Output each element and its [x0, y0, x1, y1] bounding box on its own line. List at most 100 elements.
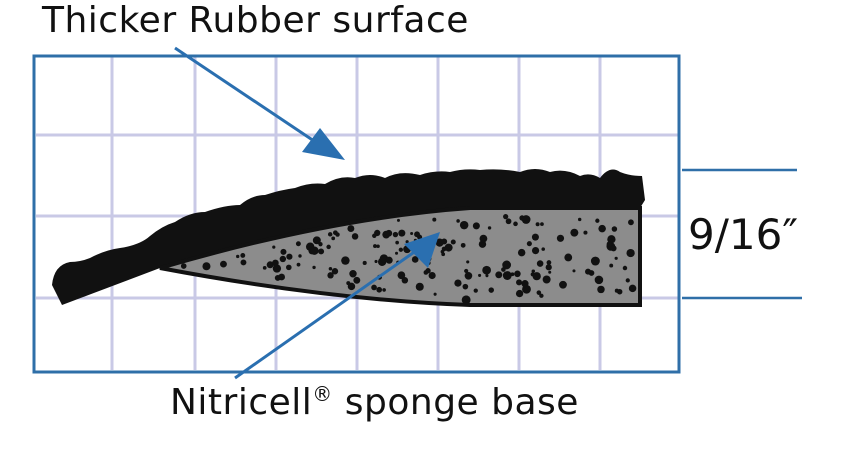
- sponge-pore: [464, 271, 473, 280]
- sponge-pore: [262, 265, 267, 270]
- sponge-pore: [606, 241, 613, 247]
- sponge-pore: [548, 270, 552, 274]
- sponge-pore: [466, 260, 470, 264]
- sponge-pore: [202, 262, 211, 271]
- sponge-pore: [433, 292, 437, 296]
- sponge-pore: [611, 226, 618, 232]
- sponge-pore: [610, 245, 617, 252]
- sponge-pore: [286, 253, 293, 260]
- sponge-pore: [374, 259, 378, 264]
- rubber-surface-label: Thicker Rubber surface: [42, 0, 469, 41]
- rubber-arrow: [174, 46, 345, 160]
- sponge-pore: [514, 270, 521, 278]
- sponge-pore: [503, 214, 509, 220]
- sponge-pore: [517, 248, 526, 257]
- sponge-pore: [594, 275, 604, 285]
- sponge-pore: [373, 244, 377, 248]
- sponge-pore: [479, 234, 488, 243]
- sponge-pore: [335, 232, 340, 237]
- sponge-pore: [405, 240, 409, 244]
- sponge-pore: [622, 265, 628, 271]
- sponge-pore: [272, 264, 282, 273]
- sponge-pore: [312, 236, 321, 245]
- sponge-pore: [526, 241, 532, 247]
- sponge-pore: [462, 295, 470, 303]
- sponge-pore: [598, 224, 606, 233]
- sponge-pore: [450, 239, 456, 245]
- sponge-pore: [411, 256, 419, 263]
- sponge-pore: [460, 242, 466, 248]
- sponge-pore: [609, 263, 614, 268]
- sponge-pore: [415, 282, 424, 291]
- sponge-pore: [180, 263, 187, 269]
- sponge-pore: [472, 222, 480, 230]
- sponge-pore: [385, 256, 393, 264]
- sponge-pore: [495, 271, 503, 279]
- sponge-pore: [236, 254, 240, 259]
- sponge-pore: [531, 233, 539, 241]
- sponge-pore: [535, 222, 540, 227]
- sponge-pore: [397, 271, 406, 280]
- sponge-pore: [485, 274, 489, 278]
- rubber-surface: [52, 169, 645, 305]
- sponge-pore: [532, 272, 541, 281]
- sponge-pore: [392, 231, 399, 238]
- sponge-base-label-name: Nitricell: [170, 382, 313, 423]
- sponge-arrow: [234, 232, 440, 380]
- sponge-pore: [349, 270, 357, 278]
- sponge-pore: [240, 259, 247, 266]
- sponge-pore: [266, 261, 274, 269]
- sponge-pore: [353, 276, 361, 284]
- sponge-pore: [545, 264, 552, 271]
- frame: [32, 54, 681, 374]
- sponge-base-label-suffix: sponge base: [332, 382, 579, 423]
- sponge-pore: [597, 285, 605, 294]
- sponge-pore: [296, 262, 301, 267]
- sponge-pore: [487, 226, 492, 230]
- sponge-pore: [588, 270, 595, 276]
- sponge-pore: [515, 289, 524, 298]
- sponge-pore: [280, 248, 287, 255]
- sponge-pore: [346, 281, 351, 286]
- sponge-pore: [441, 252, 446, 257]
- sponge-pore: [536, 290, 542, 295]
- sponge-pore: [583, 230, 588, 235]
- sponge-pore: [546, 260, 552, 265]
- sponge-pore: [347, 225, 355, 233]
- sponge-pore: [278, 273, 286, 281]
- sponge-pore: [462, 283, 469, 290]
- sponge-pore: [559, 280, 567, 289]
- sponge-pore: [220, 260, 227, 268]
- sponge-pore: [432, 217, 437, 222]
- sponge-base-label: Nitricell® sponge base: [170, 382, 579, 423]
- sponge-pore: [482, 265, 492, 275]
- sponge-pore: [372, 233, 377, 238]
- sponge-pore: [502, 271, 512, 280]
- sponge-pore: [478, 273, 482, 277]
- sponge-pore: [614, 256, 618, 260]
- sponge-pore: [310, 246, 319, 255]
- sponge-pore: [531, 269, 536, 273]
- sponge-pore: [625, 278, 630, 283]
- sponge-pore: [516, 279, 523, 286]
- sponge-pore: [456, 219, 460, 223]
- sponge-pore: [464, 268, 469, 274]
- sponge-pore: [295, 241, 301, 247]
- sponge-pore: [572, 269, 576, 273]
- sponge-pore: [318, 248, 325, 255]
- sponge-pore: [539, 293, 544, 298]
- sponge-pores: [180, 214, 637, 305]
- sponge-pore: [577, 217, 582, 222]
- sponge-pore: [628, 219, 634, 226]
- sponge-pore: [556, 234, 565, 242]
- sponge-pore: [331, 236, 336, 241]
- sponge-pore: [331, 268, 339, 275]
- sponge-pore: [371, 284, 377, 291]
- sponge-pore: [531, 246, 540, 255]
- sponge-pore: [396, 218, 400, 222]
- sponge-pore: [327, 272, 334, 279]
- sponge-pore: [428, 271, 436, 280]
- sponge-pore: [326, 244, 331, 250]
- sponge-pore: [444, 243, 453, 252]
- sponge-pore: [240, 253, 246, 258]
